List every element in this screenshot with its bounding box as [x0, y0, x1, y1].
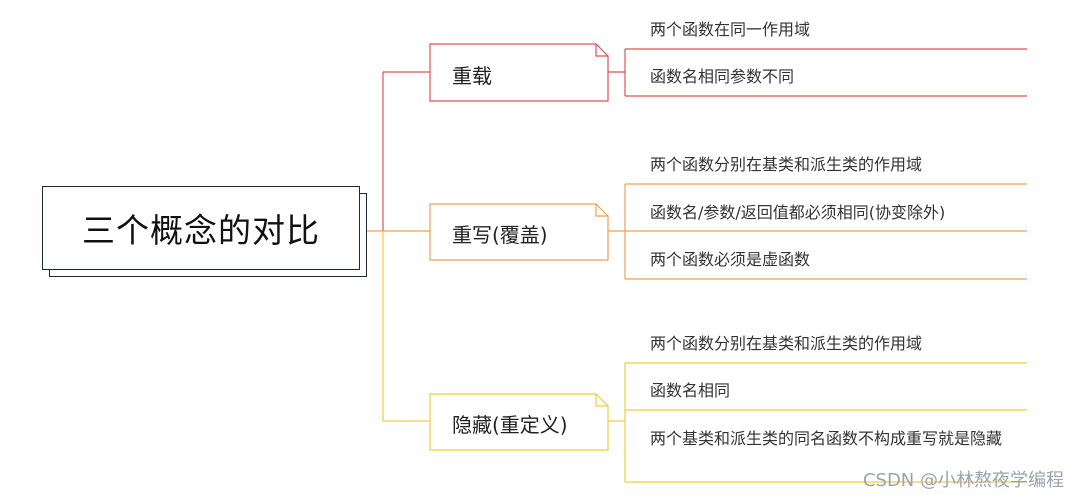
leaf-3-3: 两个基类和派生类的同名函数不构成重写就是隐藏: [650, 429, 1003, 448]
root-node-label: 三个概念的对比: [82, 211, 320, 250]
leaf-3-2: 函数名相同: [650, 381, 731, 400]
leaf-3-1: 两个函数分别在基类和派生类的作用域: [650, 334, 923, 353]
watermark: CSDN @小林熬夜学编程: [862, 470, 1064, 491]
root-node: 三个概念的对比: [42, 186, 360, 270]
branch-node-3-label: 隐藏(重定义): [452, 413, 568, 437]
branch-node-2-label: 重写(覆盖): [452, 223, 548, 247]
branch-node-2-box: [429, 203, 609, 261]
branch-node-2-fold: [595, 204, 608, 217]
leaf-1-1: 两个函数在同一作用域: [650, 20, 811, 39]
branch-node-1-box: [429, 43, 609, 102]
leaf-2-1: 两个函数分别在基类和派生类的作用域: [650, 155, 923, 174]
branch-node-3-fold: [595, 394, 608, 407]
branch-node-1-label: 重载: [452, 64, 492, 88]
leaf-2-2: 函数名/参数/返回值都必须相同(协变除外): [650, 203, 946, 222]
branch-node-3-box: [429, 393, 609, 451]
leaf-1-2: 函数名相同参数不同: [650, 67, 795, 86]
branch-node-1-fold: [595, 44, 608, 57]
leaf-2-3: 两个函数必须是虚函数: [650, 250, 811, 269]
